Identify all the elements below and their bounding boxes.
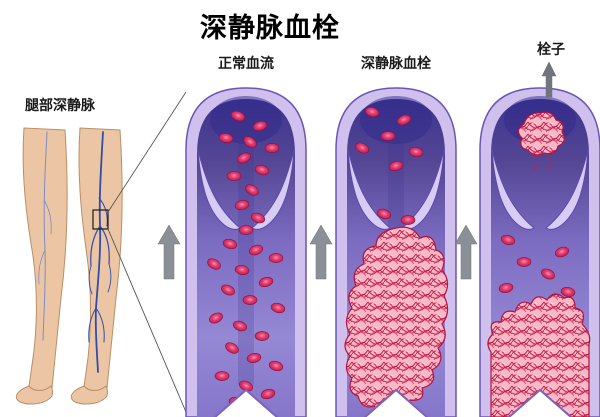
zoom-line-bottom xyxy=(107,228,187,413)
tube-bottom-notch xyxy=(213,388,279,417)
blood-cell xyxy=(209,312,223,324)
tube-bottom-notch xyxy=(507,388,573,417)
vein-tube-embolus xyxy=(479,87,600,417)
flow-arrow-up xyxy=(309,224,333,280)
label-normal-flow: 正常血流 xyxy=(218,56,274,72)
blood-cell xyxy=(254,331,270,341)
lumen-shadow xyxy=(360,96,432,144)
blood-cell xyxy=(264,143,280,153)
vein-valve-left xyxy=(197,149,241,230)
tube-bottom-notch xyxy=(363,388,429,417)
vein-valve-right xyxy=(545,149,589,230)
blood-cell xyxy=(396,114,412,126)
blood-cell xyxy=(250,212,266,224)
right-foot xyxy=(70,385,108,405)
label-leg-deep-vein: 腿部深静脉 xyxy=(25,98,95,114)
blood-cell xyxy=(355,142,369,154)
thrombus-clot xyxy=(487,293,591,417)
flow-arrow-up xyxy=(157,224,181,280)
blood-cell xyxy=(207,258,221,270)
blood-cell xyxy=(242,295,258,305)
lumen-shadow xyxy=(210,96,282,144)
diagram-title: 深静脉血栓 xyxy=(200,13,340,44)
blood-cells-group xyxy=(498,234,576,297)
blood-cell xyxy=(554,246,570,258)
vein-tube-dvt xyxy=(335,87,457,417)
blood-cell xyxy=(239,380,253,392)
blood-cell xyxy=(221,284,235,296)
blood-cell xyxy=(245,184,259,196)
blood-cell xyxy=(408,147,424,157)
magnify-box xyxy=(92,209,109,230)
blood-cell xyxy=(234,265,250,275)
embolus-strand xyxy=(533,154,539,172)
left-foot xyxy=(15,385,53,405)
blood-cell xyxy=(222,238,238,250)
embolus-strand xyxy=(547,153,551,171)
blood-cell xyxy=(560,287,576,297)
blood-cell xyxy=(214,371,230,381)
blood-cells-group xyxy=(207,110,286,407)
blood-cell xyxy=(380,131,396,141)
blood-cell xyxy=(498,283,514,293)
blood-cell xyxy=(246,353,262,363)
label-embolus: 栓子 xyxy=(537,42,565,58)
right-leg-veins xyxy=(88,131,112,373)
embolus-clot-ball xyxy=(517,111,565,156)
zoom-line-top xyxy=(107,91,187,213)
leg-illustration xyxy=(15,91,187,413)
blood-cell xyxy=(230,110,246,122)
vein-tube-normal xyxy=(185,87,307,417)
left-leg-veins xyxy=(38,131,52,341)
vein-valve-left xyxy=(347,149,391,230)
blood-cell xyxy=(225,342,239,354)
blood-cell xyxy=(252,120,268,132)
blood-cell xyxy=(254,164,270,176)
blood-cell xyxy=(258,276,274,288)
blood-cell xyxy=(270,302,286,314)
vein-lumen xyxy=(197,99,295,417)
blood-cell xyxy=(268,360,284,372)
blood-cell xyxy=(541,268,555,280)
blood-cell xyxy=(238,225,254,235)
blood-cell xyxy=(248,244,264,256)
blood-cell xyxy=(237,152,251,164)
blood-cell xyxy=(500,234,516,246)
blood-cells-group xyxy=(355,106,424,225)
vein-valve-left xyxy=(491,149,535,230)
blood-cell xyxy=(232,320,248,332)
blood-cell xyxy=(516,257,532,267)
blood-cell xyxy=(243,136,257,148)
blood-cell xyxy=(260,388,276,400)
blood-cell xyxy=(234,200,250,210)
blood-cell xyxy=(364,106,380,118)
blood-cell xyxy=(376,208,392,220)
label-dvt: 深静脉血栓 xyxy=(361,56,431,72)
blood-cell xyxy=(226,171,242,181)
blood-cell xyxy=(218,133,234,143)
blood-cell xyxy=(268,253,284,263)
flow-arrow-up xyxy=(454,224,478,280)
blood-cell xyxy=(388,160,404,172)
vein-valve-right xyxy=(401,149,445,230)
vein-valve-right xyxy=(251,149,295,230)
blood-cell xyxy=(400,215,416,225)
embolus-direction-arrow xyxy=(541,61,557,98)
